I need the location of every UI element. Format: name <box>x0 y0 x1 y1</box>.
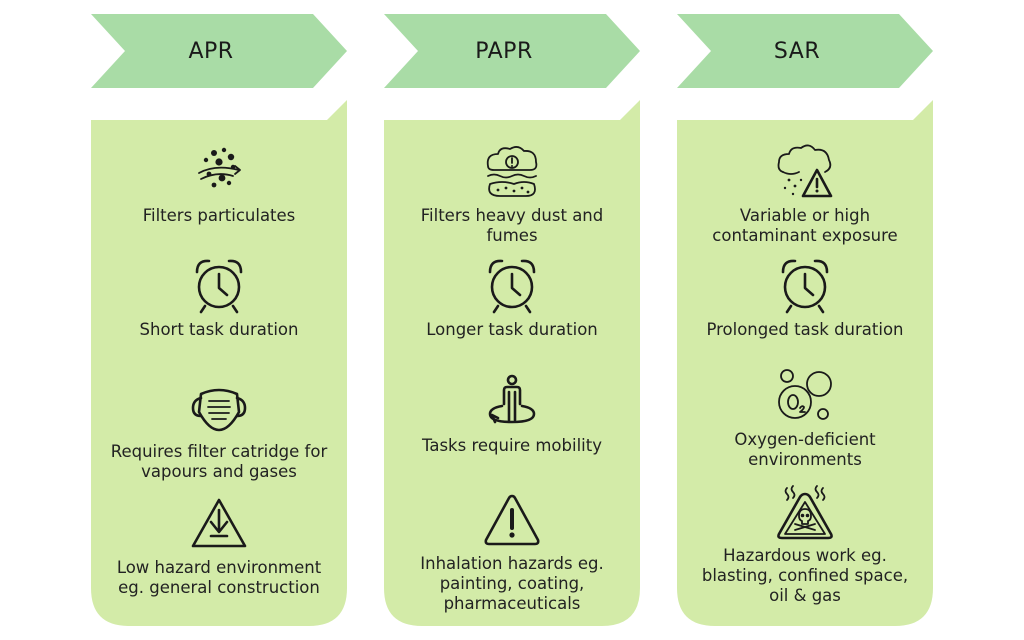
item-sar-3: Oxygen-deficient environments <box>677 364 933 470</box>
panel-papr <box>384 100 640 626</box>
item-label: Low hazard environment eg. general const… <box>116 558 322 597</box>
column-title-sar: SAR <box>773 38 821 64</box>
item-papr-4: Inhalation hazards eg. painting, coating… <box>384 488 640 614</box>
column-title-papr: PAPR <box>475 38 533 64</box>
item-label: Filters heavy dust and fumes <box>420 206 604 245</box>
alarm-clock-icon <box>781 259 829 314</box>
person-mobility-icon <box>488 374 536 424</box>
item-papr-3: Tasks require mobility <box>384 370 640 456</box>
item-label: Hazardous work eg. blasting, confined sp… <box>701 546 909 605</box>
item-label: Prolonged task duration <box>706 320 904 339</box>
item-label: Requires filter catridge for vapours and… <box>110 442 328 481</box>
item-label: Filters particulates <box>142 206 296 225</box>
dust-fumes-icon <box>486 146 538 197</box>
header-chevron-sar <box>677 14 933 88</box>
item-apr-4: Low hazard environment eg. general const… <box>91 492 347 598</box>
item-apr-2: Short task duration <box>91 254 347 340</box>
column-title-apr: APR <box>188 38 234 64</box>
item-label: Variable or high contaminant exposure <box>712 206 898 245</box>
item-label: Oxygen-deficient environments <box>734 430 876 469</box>
item-sar-4: Hazardous work eg. blasting, confined sp… <box>677 480 933 606</box>
panel-sar <box>677 100 933 626</box>
item-label: Longer task duration <box>426 320 598 339</box>
item-apr-3: Requires filter catridge for vapours and… <box>91 376 347 482</box>
particulates-icon <box>198 147 241 188</box>
item-label: Tasks require mobility <box>422 436 602 455</box>
item-papr-1: Filters heavy dust and fumes <box>384 140 640 246</box>
item-apr-1: Filters particulates <box>91 140 347 226</box>
header-chevron-papr <box>384 14 640 88</box>
oxygen-bubbles-icon <box>778 369 832 420</box>
warning-triangle-icon <box>484 494 540 546</box>
item-sar-2: Prolonged task duration <box>677 254 933 340</box>
alarm-clock-icon <box>195 259 243 314</box>
hazard-down-arrow-icon <box>191 498 247 548</box>
item-label: Short task duration <box>139 320 299 339</box>
item-sar-1: Variable or high contaminant exposure <box>677 140 933 246</box>
alarm-clock-icon <box>488 259 536 314</box>
panel-apr <box>91 100 347 626</box>
face-mask-icon <box>191 388 247 432</box>
toxic-hazard-icon <box>777 485 833 540</box>
item-label: Inhalation hazards eg. painting, coating… <box>420 554 604 613</box>
header-chevron-apr <box>91 14 347 88</box>
cloud-warning-icon <box>777 144 833 198</box>
column-sar: SAR Variable or high contaminant exposur… <box>677 14 933 626</box>
item-papr-2: Longer task duration <box>384 254 640 340</box>
column-apr: APR Filters particulates Short task dura… <box>91 14 347 626</box>
column-papr: PAPR Filters heavy dust and fumes Longer… <box>384 14 640 626</box>
